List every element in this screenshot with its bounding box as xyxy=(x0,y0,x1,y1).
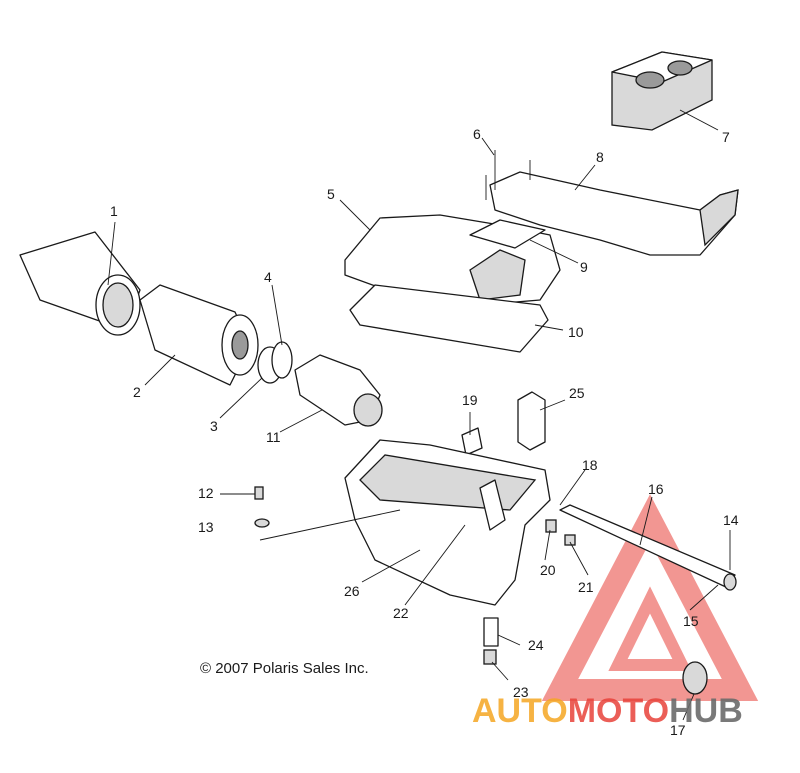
callout-20: 20 xyxy=(540,562,556,578)
callout-26: 26 xyxy=(344,583,360,599)
callout-1: 1 xyxy=(110,203,118,219)
part-20-fitting xyxy=(545,519,557,533)
callout-12: 12 xyxy=(198,485,214,501)
leader-lines xyxy=(107,109,731,721)
watermark-auto: AUTO xyxy=(472,692,568,730)
callout-17: 17 xyxy=(670,722,686,738)
part-25-block xyxy=(517,391,546,451)
callout-13: 13 xyxy=(198,519,214,535)
watermark-logo-icon xyxy=(541,494,759,701)
callout-10: 10 xyxy=(568,324,584,340)
callout-8: 8 xyxy=(596,149,604,165)
part-26-airbox-housing xyxy=(344,439,551,606)
part-7-foam-block xyxy=(611,51,713,131)
part-17-hose-clamp xyxy=(682,661,708,695)
part-12-screw xyxy=(220,486,264,500)
part-9-gasket-plate xyxy=(469,219,546,249)
callout-5: 5 xyxy=(327,186,335,202)
callout-14: 14 xyxy=(723,512,739,528)
part-6-screws xyxy=(485,150,531,200)
part-10-seal xyxy=(349,284,549,353)
watermark-moto: MOTO xyxy=(568,692,669,730)
part-19-tab xyxy=(461,427,483,456)
callout-2: 2 xyxy=(133,384,141,400)
callout-19: 19 xyxy=(462,392,478,408)
callout-24: 24 xyxy=(528,637,544,653)
part-21-fitting xyxy=(564,534,576,546)
callout-21: 21 xyxy=(578,579,594,595)
callout-18: 18 xyxy=(582,457,598,473)
part-16-drain-tube xyxy=(559,504,737,591)
callout-3: 3 xyxy=(210,418,218,434)
part-11-intake-boot xyxy=(294,354,383,427)
part-13-washer xyxy=(254,518,270,528)
callout-15: 15 xyxy=(683,613,699,629)
callout-7: 7 xyxy=(722,129,730,145)
part-24-drain-sleeve xyxy=(483,617,499,647)
copyright-text: © 2007 Polaris Sales Inc. xyxy=(200,660,369,677)
callout-6: 6 xyxy=(473,126,481,142)
svg-text:AUTOMOTOHUB: AUTOMOTOHUB xyxy=(472,692,743,730)
callout-9: 9 xyxy=(580,259,588,275)
callout-4: 4 xyxy=(264,269,272,285)
part-4-coupler xyxy=(271,341,293,379)
part-2-air-filter xyxy=(139,284,259,386)
callout-25: 25 xyxy=(569,385,585,401)
part-8-intake-duct xyxy=(489,171,739,256)
watermark-wordmark: AUTOMOTOHUB xyxy=(472,692,743,730)
callout-16: 16 xyxy=(648,481,664,497)
part-1-prefilter-sleeve xyxy=(19,231,141,336)
callout-11: 11 xyxy=(266,429,281,445)
part-23-drain-plug xyxy=(483,649,497,665)
callout-23: 23 xyxy=(513,684,529,700)
callout-labels: 1 2 3 4 5 6 7 8 9 10 11 12 13 14 15 16 1… xyxy=(110,126,739,738)
callout-22: 22 xyxy=(393,605,409,621)
watermark-hub: HUB xyxy=(669,692,743,730)
